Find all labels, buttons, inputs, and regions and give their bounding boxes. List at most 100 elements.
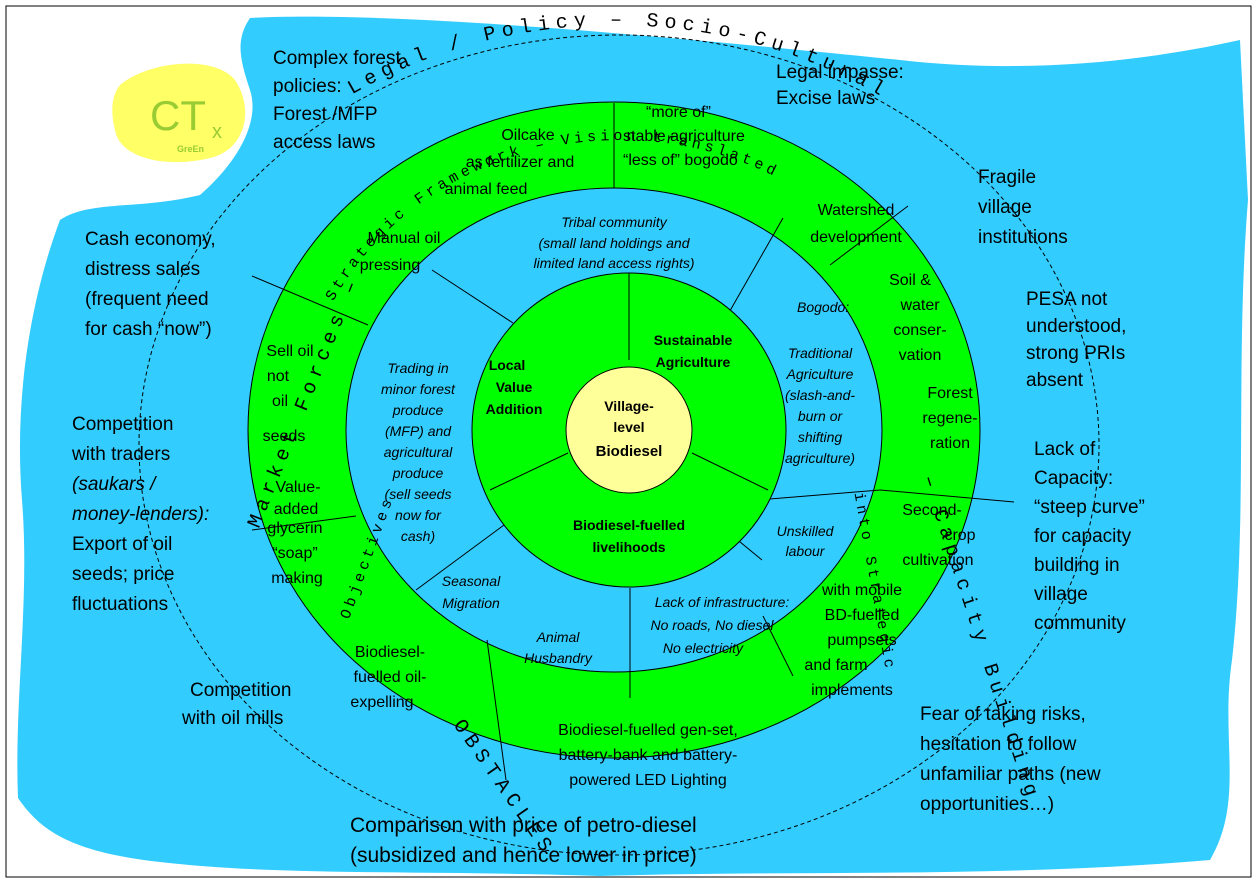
center-line-1: Village- [604,398,654,414]
core-segment-biodiesel-livelihoods: Biodiesel-fuelled livelihoods [573,517,685,555]
svg-text:(saukars /: (saukars / [72,474,157,495]
outer-comparison-petro-diesel: Comparison with price of petro-diesel (s… [350,814,697,867]
green-genset-lighting: Biodiesel-fuelled gen-set, battery-bank … [558,722,738,789]
svg-text:access laws: access laws [273,132,375,153]
svg-text:Lack of: Lack of [1034,439,1096,460]
svg-text:policies:: policies: [273,76,342,97]
svg-text:Agriculture: Agriculture [656,354,731,370]
svg-text:“less of” bogodo: “less of” bogodo [623,152,738,169]
svg-text:Sell oil: Sell oil [266,343,313,360]
svg-text:Competition: Competition [190,680,291,701]
inner-animal-husbandry: Animal Husbandry [524,629,593,666]
green-glycerin-soap: glycerin “soap” making [267,520,322,587]
svg-text:unfamiliar paths (new: unfamiliar paths (new [920,764,1101,785]
svg-text:Agriculture: Agriculture [786,366,854,382]
center-line-2: level [613,419,644,435]
svg-text:absent: absent [1026,370,1084,391]
green-sell-oil: Sell oil not oil seeds [263,343,314,445]
outer-pesa: PESA not understood, strong PRIs absent [1026,289,1126,391]
svg-text:Oilcake: Oilcake [501,127,554,144]
svg-text:distress sales: distress sales [85,259,200,280]
svg-text:“more of”: “more of” [646,104,711,121]
svg-text:stable agriculture: stable agriculture [623,128,745,145]
svg-text:minor forest: minor forest [381,381,456,397]
svg-text:PESA not: PESA not [1026,289,1108,310]
core-segment-sustainable-agriculture: Sustainable Agriculture [654,332,733,370]
svg-text:Unskilled: Unskilled [777,523,835,539]
svg-text:hesitation to follow: hesitation to follow [920,734,1077,755]
svg-text:Manual oil: Manual oil [368,230,441,247]
svg-text:Legal impasse:: Legal impasse: [776,62,904,83]
svg-text:opportunities…): opportunities…) [920,794,1054,815]
svg-text:understood,: understood, [1026,316,1126,337]
green-oilcake: Oilcake as fertilizer and animal feed [445,127,575,198]
svg-text:Complex forest: Complex forest [273,48,401,69]
svg-text:pumpsets: pumpsets [827,632,896,649]
logo-blob [112,63,246,163]
svg-text:conser-: conser- [893,322,946,339]
outer-lack-capacity: Lack of Capacity: “steep curve” for capa… [1034,439,1145,634]
svg-text:fuelled oil-: fuelled oil- [354,669,427,686]
page-frame [5,5,1252,878]
svg-text:not: not [267,368,290,385]
svg-text:Cash economy,: Cash economy, [85,229,216,250]
svg-text:for cash “now”): for cash “now”) [85,319,212,340]
svg-text:limited land access rights): limited land access rights) [533,255,694,271]
green-mobile-pumpsets: with mobile BD-fuelled pumpsets and farm… [804,582,902,699]
svg-text:pressing: pressing [360,257,420,274]
svg-text:burn or: burn or [798,408,844,424]
svg-text:BD-fuelled: BD-fuelled [825,607,900,624]
logo-sub-text: x [212,121,222,143]
core-dividers [489,273,769,491]
svg-text:Local: Local [489,357,526,373]
svg-text:Lack of infrastructure:: Lack of infrastructure: [655,594,790,610]
svg-text:Soil &: Soil & [889,272,931,289]
svg-text:Trading in: Trading in [387,360,448,376]
svg-text:implements: implements [811,682,893,699]
svg-text:now for: now for [395,507,442,523]
svg-text:community: community [1034,613,1126,634]
svg-text:agriculture): agriculture) [785,450,855,466]
svg-text:ration: ration [930,435,970,452]
outer-fragile-institutions: Fragile village institutions [978,167,1068,248]
inner-lack-infrastructure: Lack of infrastructure: No roads, No die… [651,594,790,656]
svg-text:labour: labour [786,543,826,559]
svg-text:Second-: Second- [902,502,962,519]
outer-cash-economy: Cash economy, distress sales (frequent n… [85,229,216,340]
svg-text:for capacity: for capacity [1034,526,1132,547]
svg-text:village: village [978,197,1032,218]
svg-text:Export of oil: Export of oil [72,534,172,555]
outer-complex-forest-policies: Complex forest policies: Forest /MFP acc… [273,48,401,153]
green-ring-dividers [251,103,1015,781]
green-forest-regeneration: Forest regene- ration [922,385,977,452]
svg-text:vation: vation [899,347,942,364]
svg-text:as fertilizer and: as fertilizer and [466,154,575,171]
inner-seasonal-migration: Seasonal Migration [442,573,501,611]
green-soil-water: Soil & water conser- vation [889,272,947,364]
inner-trading-mfp: Trading in minor forest produce (MFP) an… [381,360,456,544]
svg-text:fluctuations: fluctuations [72,594,168,615]
green-watershed-development: Watershed development [810,202,902,246]
svg-text:Tribal community: Tribal community [561,214,668,230]
svg-text:(MFP) and: (MFP) and [385,423,452,439]
logo-main-text: CT [150,92,206,139]
svg-text:(small land holdings and: (small land holdings and [539,235,691,251]
ctx-greEn-logo: CT x GreEn [112,63,246,163]
inner-traditional-agriculture: Traditional Agriculture (slash-and- burn… [785,345,855,466]
svg-text:building in: building in [1034,555,1120,576]
svg-text:Value: Value [496,379,533,395]
svg-text:“steep curve”: “steep curve” [1034,497,1145,518]
svg-text:with traders: with traders [71,444,170,465]
svg-text:village: village [1034,584,1088,605]
svg-text:water: water [899,297,940,314]
svg-text:Value-: Value- [275,479,320,496]
svg-text:cultivation: cultivation [902,552,973,569]
outer-competition-oil-mills: Competition with oil mills [181,680,291,729]
svg-text:Forest: Forest [927,385,973,402]
svg-text:(subsidized and hence lower in: (subsidized and hence lower in price) [350,844,697,867]
svg-text:Comparison with price of petr: Comparison with price of petro-diesel [350,814,697,837]
inner-tribal-community: Tribal community (small land holdings an… [533,214,694,271]
core-segment-local-value: Local Value Addition [486,357,543,417]
svg-text:Fragile: Fragile [978,167,1036,188]
